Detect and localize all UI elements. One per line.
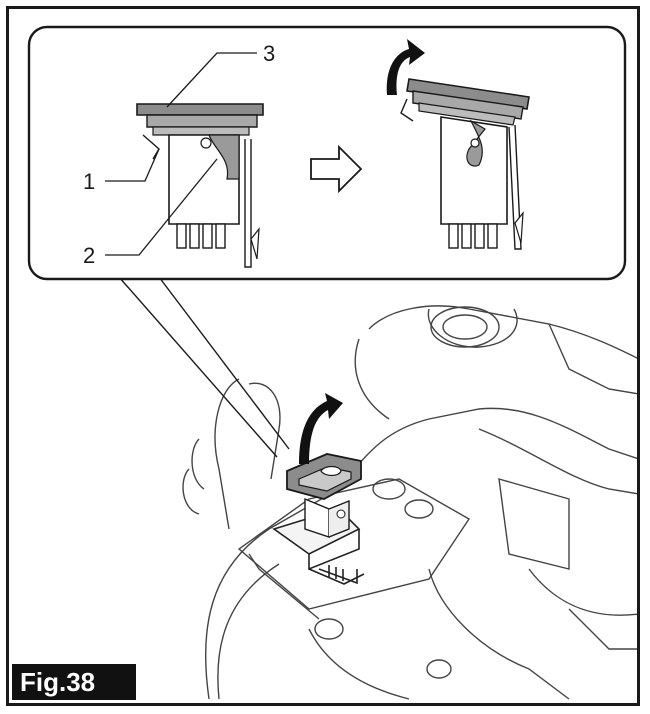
brush-holder-cap-installed [286, 453, 362, 538]
part-leader-lines [105, 52, 257, 256]
figure-label: Fig.38 [12, 664, 136, 700]
direction-arrow-icon [310, 144, 363, 194]
machine-body [182, 305, 637, 700]
lift-arrow-icon [299, 393, 343, 464]
figure-frame: 3 1 2 Fig.38 [6, 6, 640, 706]
callout-1: 1 [83, 169, 95, 194]
callout-2: 2 [83, 243, 95, 268]
diagram-canvas: 3 1 2 [27, 25, 637, 700]
callout-leader-lines [118, 276, 290, 458]
callout-3: 3 [263, 41, 275, 66]
inset-panel [27, 25, 627, 281]
rotate-arrow-icon [386, 39, 425, 95]
brush-holder-after [400, 78, 530, 250]
brush-holder-before [136, 103, 264, 268]
